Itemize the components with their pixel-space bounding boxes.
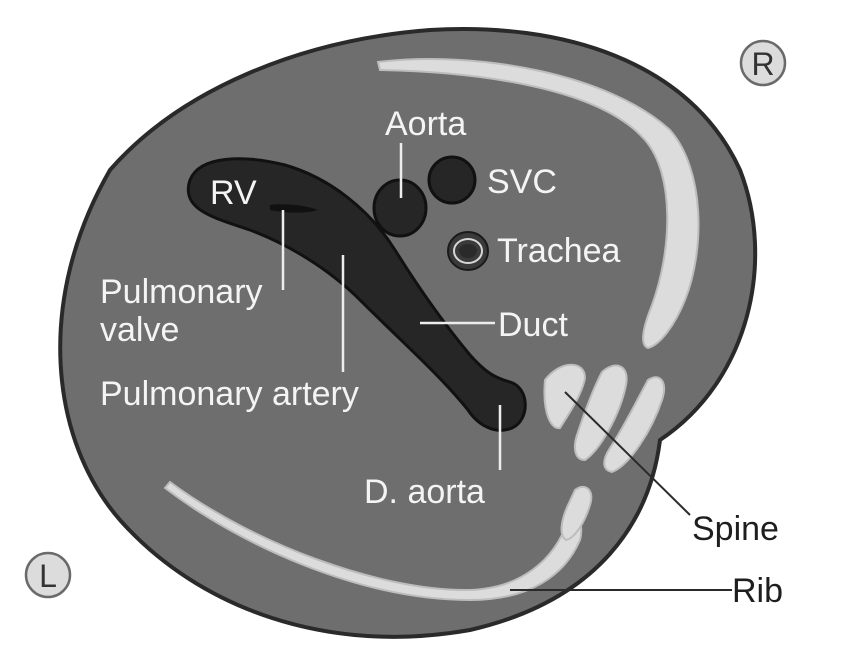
rib-right	[376, 58, 700, 350]
orientation-left-letter: L	[39, 558, 57, 594]
spine-vertebral-body	[543, 363, 587, 430]
orientation-left-marker: L	[24, 551, 72, 599]
label-spine: Spine	[692, 510, 779, 548]
label-rv: RV	[210, 174, 257, 212]
label-rib: Rib	[732, 572, 783, 610]
label-pulmonary-valve-line1: Pulmonary	[100, 273, 263, 311]
label-pulmonary-artery: Pulmonary artery	[100, 375, 359, 413]
label-pulmonary-valve-line2: valve	[100, 311, 179, 349]
label-trachea: Trachea	[497, 232, 621, 270]
label-d-aorta: D. aorta	[364, 473, 485, 511]
label-svc: SVC	[487, 163, 557, 201]
pulmonary-artery-duct-vessel	[186, 157, 527, 432]
label-duct: Duct	[498, 306, 568, 344]
leader-spine	[564, 391, 691, 516]
trachea-lumen	[459, 244, 477, 258]
trachea-ring	[453, 238, 483, 264]
spine-segment-2	[603, 376, 666, 474]
svc-vessel	[427, 155, 477, 205]
label-aorta: Aorta	[385, 105, 466, 143]
orientation-right-letter: R	[751, 46, 774, 82]
spine-posterior-element	[560, 485, 593, 542]
orientation-right-marker: R	[739, 39, 787, 87]
